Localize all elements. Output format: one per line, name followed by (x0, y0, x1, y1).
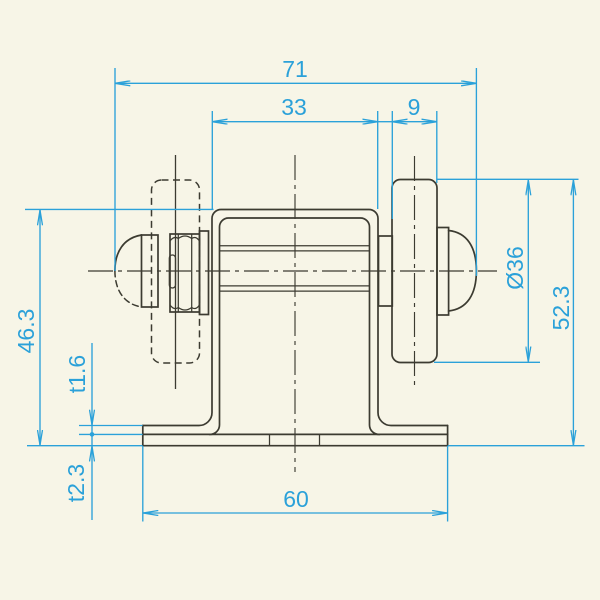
bracket-outer-contour (141, 208, 449, 427)
bracket-inner-contour (208, 217, 381, 436)
dim-dot-terminator (89, 432, 95, 437)
dim-label-roller-thickness: 9 (408, 94, 421, 120)
base-plate (141, 424, 449, 447)
dim-label-plate-thickness: t1.6 (64, 355, 90, 393)
dim-label-roller-diameter: Ø36 (502, 246, 528, 289)
dim-label-overall-width: 71 (282, 56, 308, 82)
bolt-head-dome (114, 234, 143, 272)
dim-label-bracket-width: 33 (281, 94, 307, 120)
dim-label-base-thickness: t2.3 (63, 464, 89, 502)
bolt-head-neck (140, 234, 159, 308)
left-roller (150, 179, 201, 364)
dimension-annotations: 71 33 9 60 46.3 t1.6 t2.3 Ø36 52.3 (13, 56, 585, 522)
right-washer (436, 226, 450, 316)
nut-facet-highlight (168, 254, 177, 289)
axle-tube (219, 245, 370, 292)
part-outline (88, 155, 497, 472)
dim-label-roller-top-height: 52.3 (548, 286, 574, 331)
bolt-head-dome-hidden (114, 270, 143, 308)
left-washer (198, 230, 210, 316)
dim-label-base-width: 60 (283, 486, 309, 512)
dim-label-bracket-height: 46.3 (13, 309, 39, 354)
hex-nut (168, 233, 201, 313)
